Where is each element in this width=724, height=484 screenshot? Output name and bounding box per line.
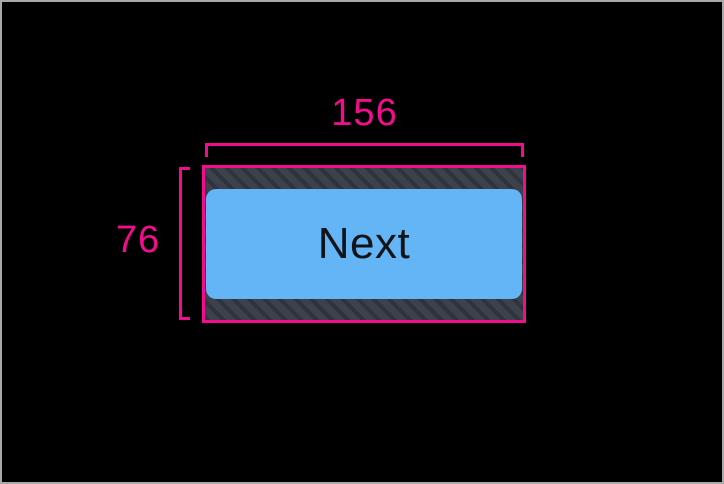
height-measurement-label: 76 <box>115 219 161 261</box>
height-measurement-bracket <box>179 167 190 320</box>
width-measurement-bracket <box>205 143 524 157</box>
tap-target-highlight: Next <box>202 165 526 323</box>
next-button[interactable]: Next <box>206 189 522 299</box>
width-measurement-label: 156 <box>331 92 398 134</box>
next-button-label: Next <box>317 219 411 268</box>
